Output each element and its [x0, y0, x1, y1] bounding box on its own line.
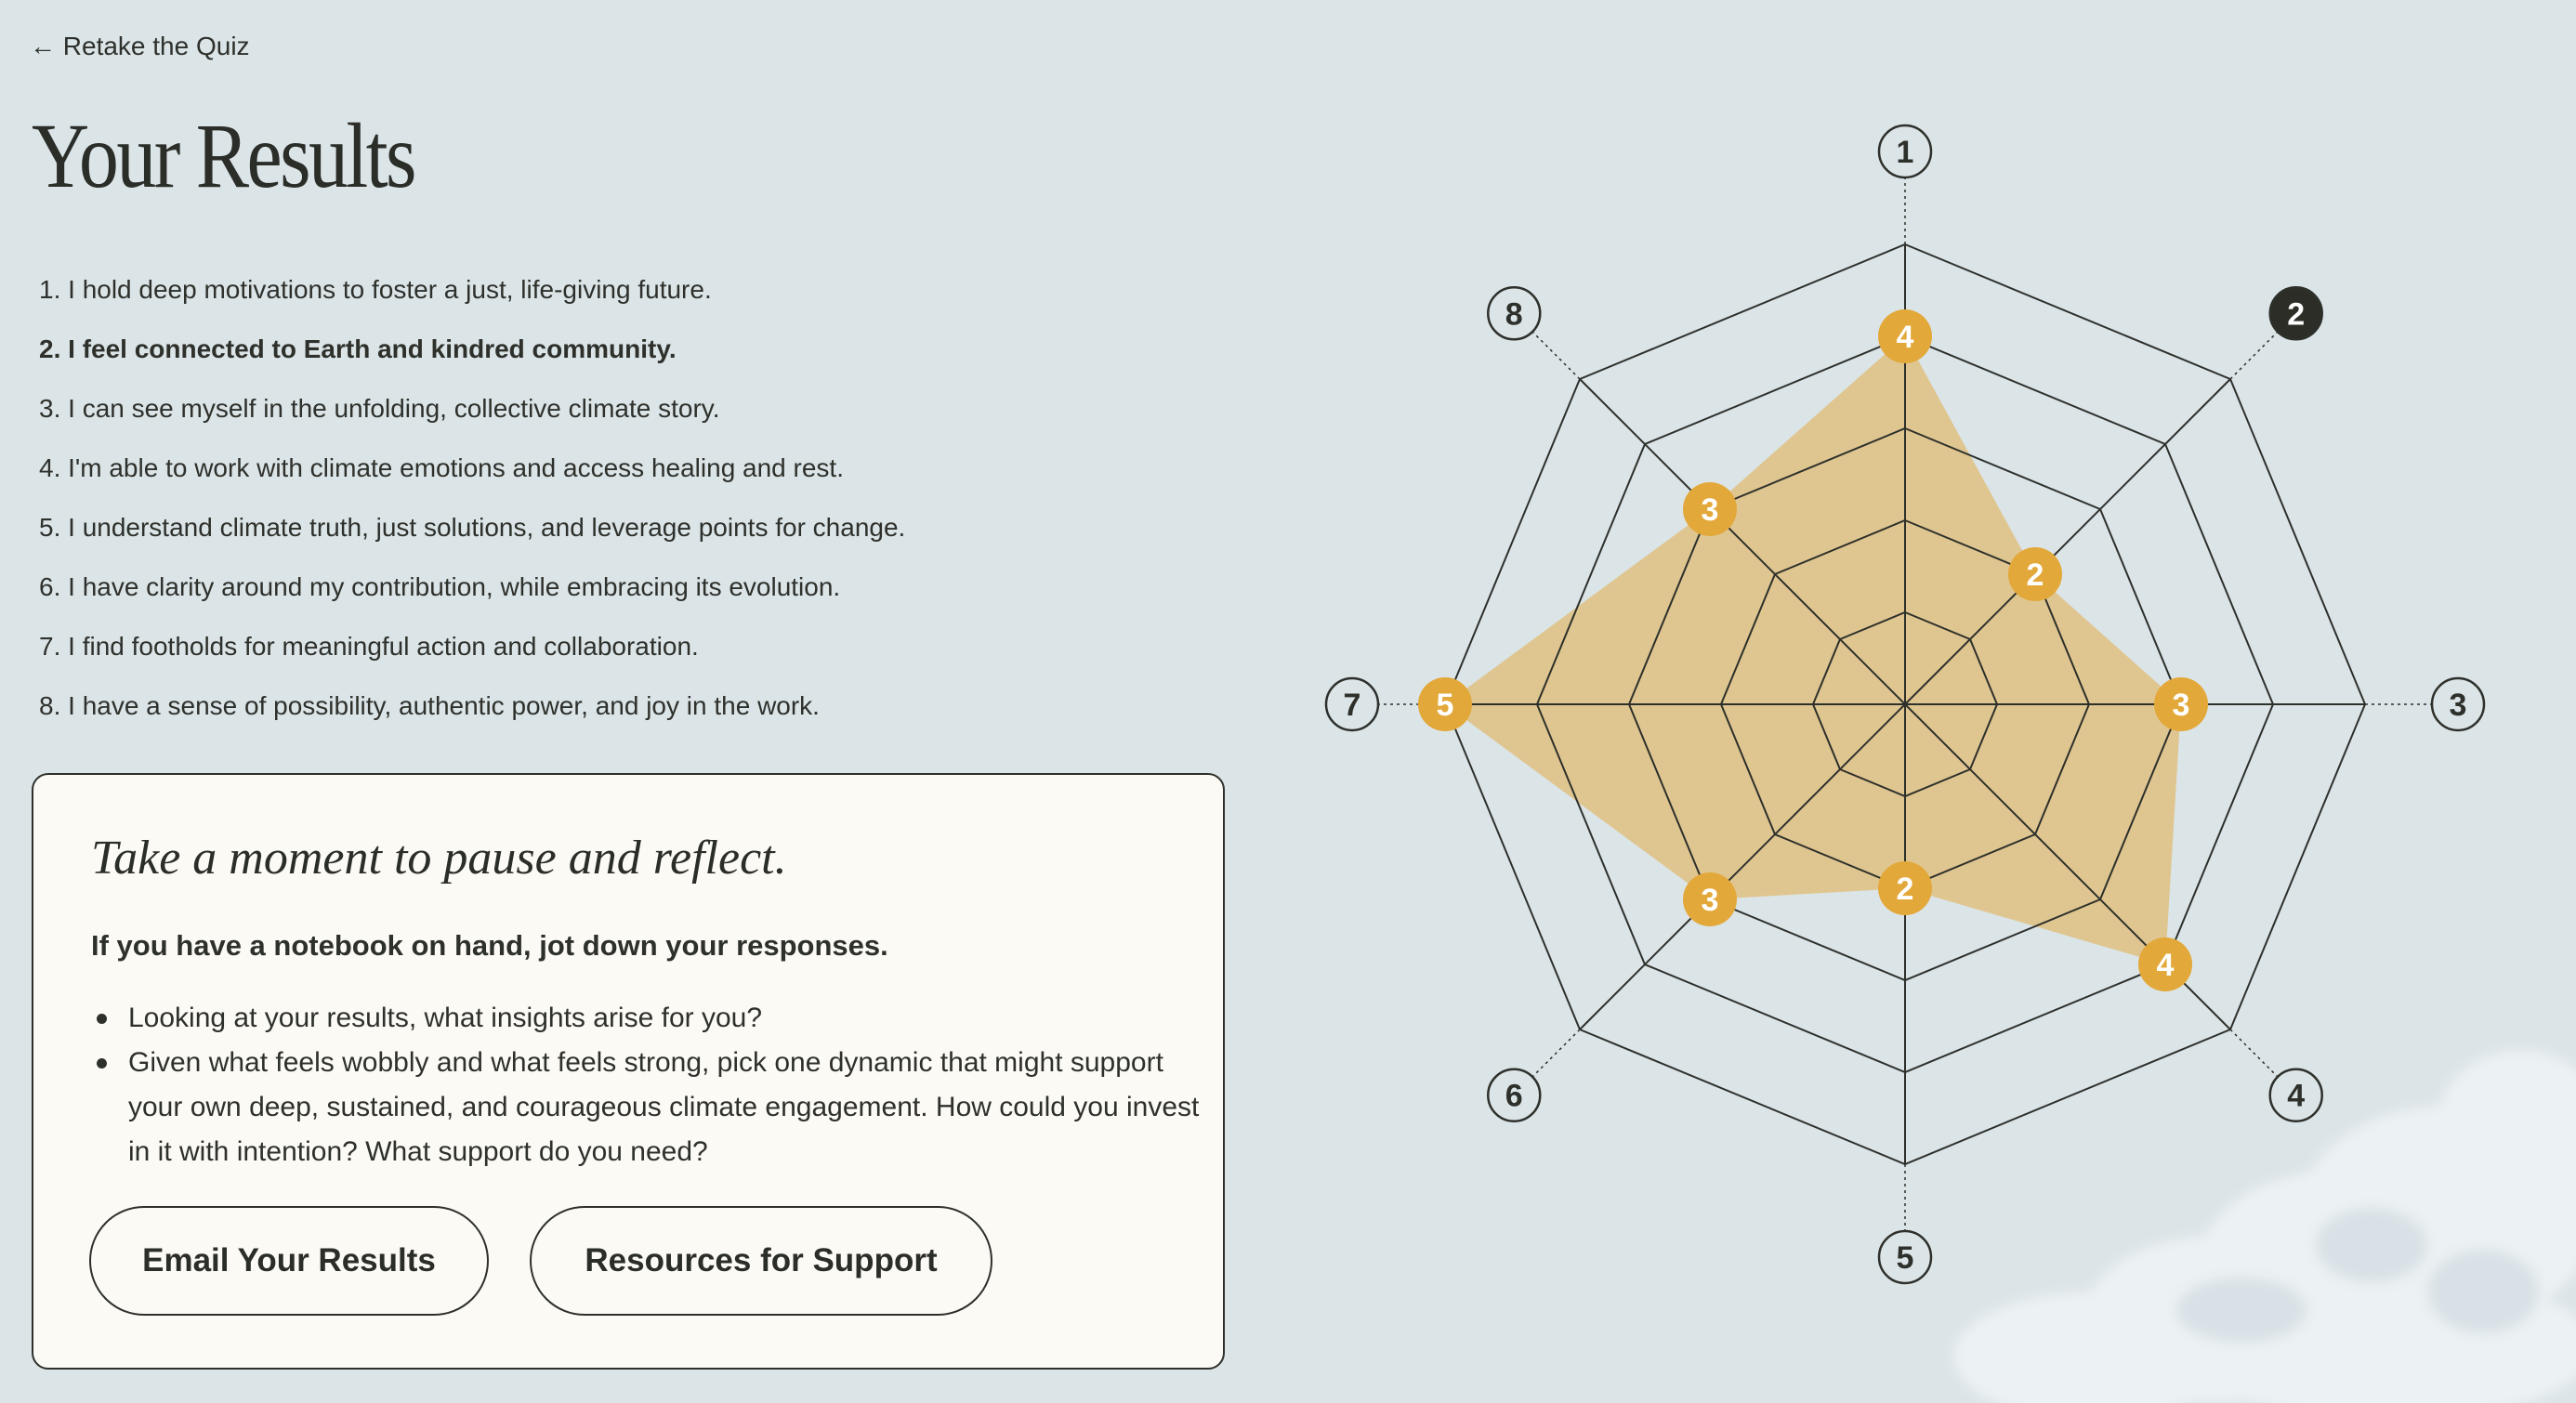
reflection-prompts: Looking at your results, what insights a…	[91, 996, 1206, 1174]
score-point	[2138, 938, 2193, 992]
score-value: 3	[2173, 688, 2190, 723]
axis-badge	[2268, 286, 2323, 341]
email-results-button[interactable]: Email Your Results	[89, 1206, 489, 1316]
axis-spoke	[1904, 378, 2231, 705]
statement-item: 8. I have a sense of possibility, authen…	[39, 691, 820, 720]
axis-label: 5	[1897, 1240, 1914, 1276]
axis-badge	[1324, 676, 1380, 732]
reflection-title: Take a moment to pause and reflect.	[91, 832, 787, 885]
score-point	[1418, 677, 1472, 731]
score-point	[1682, 481, 1737, 536]
axis-extension	[1531, 1029, 1581, 1078]
score-value: 4	[2157, 948, 2175, 983]
reflection-prompt: Given what feels wobbly and what feels s…	[91, 1041, 1206, 1174]
statement-item: 2. I feel connected to Earth and kindred…	[39, 334, 677, 363]
score-point	[2154, 677, 2208, 731]
axis-badge	[1487, 1068, 1542, 1122]
axis-label: 3	[2450, 688, 2467, 723]
score-point	[1878, 309, 1932, 363]
axis-extension	[2229, 1029, 2279, 1078]
statement-item: 3. I can see myself in the unfolding, co…	[39, 394, 720, 423]
score-value: 2	[1897, 872, 1914, 907]
score-value: 3	[1702, 883, 1719, 918]
axis-badge	[2268, 1068, 2323, 1122]
axis-badge	[1877, 124, 1933, 179]
statement-item: 6. I have clarity around my contribution…	[39, 572, 841, 601]
axis-label: 2	[2287, 296, 2305, 332]
score-point	[1682, 872, 1737, 927]
axis-badge	[1487, 286, 1542, 341]
statement-item: 5. I understand climate truth, just solu…	[39, 513, 906, 542]
reflection-subtitle: If you have a notebook on hand, jot down…	[91, 929, 888, 962]
score-point	[2008, 546, 2063, 601]
axis-label: 8	[1505, 296, 1523, 332]
score-value: 3	[1702, 492, 1719, 528]
axis-badge	[2430, 676, 2486, 732]
retake-quiz-link[interactable]: ← Retake the Quiz	[30, 32, 250, 60]
score-value: 5	[1437, 688, 1454, 723]
resources-support-button[interactable]: Resources for Support	[530, 1206, 992, 1316]
score-point	[1878, 861, 1932, 915]
statement-list: 1. I hold deep motivations to foster a j…	[39, 269, 905, 745]
axis-extension	[2229, 331, 2279, 380]
axis-label: 7	[1344, 688, 1361, 723]
statement-item: 7. I find footholds for meaningful actio…	[39, 632, 699, 661]
statement-item: 4. I'm able to work with climate emotion…	[39, 453, 844, 482]
axis-spoke	[1579, 378, 1906, 705]
page-title: Your Results	[32, 104, 417, 207]
score-value: 4	[1897, 320, 1914, 355]
axis-spoke	[1579, 703, 1906, 1030]
score-area	[1445, 336, 2181, 965]
reflection-card: Take a moment to pause and reflect. If y…	[32, 773, 1225, 1370]
statement-item: 1. I hold deep motivations to foster a j…	[39, 275, 712, 304]
reflection-prompt: Looking at your results, what insights a…	[91, 996, 1206, 1041]
axis-label: 4	[2287, 1079, 2305, 1114]
axis-label: 6	[1505, 1079, 1523, 1114]
score-value: 2	[2027, 557, 2044, 593]
radar-chart: 1 2 3 4 5 6 7 8 4 2 3 4 2 3 5 3	[1324, 124, 2486, 1285]
axis-badge	[1877, 1229, 1933, 1285]
axis-extension	[1531, 331, 1581, 380]
axis-label: 1	[1897, 135, 1914, 170]
